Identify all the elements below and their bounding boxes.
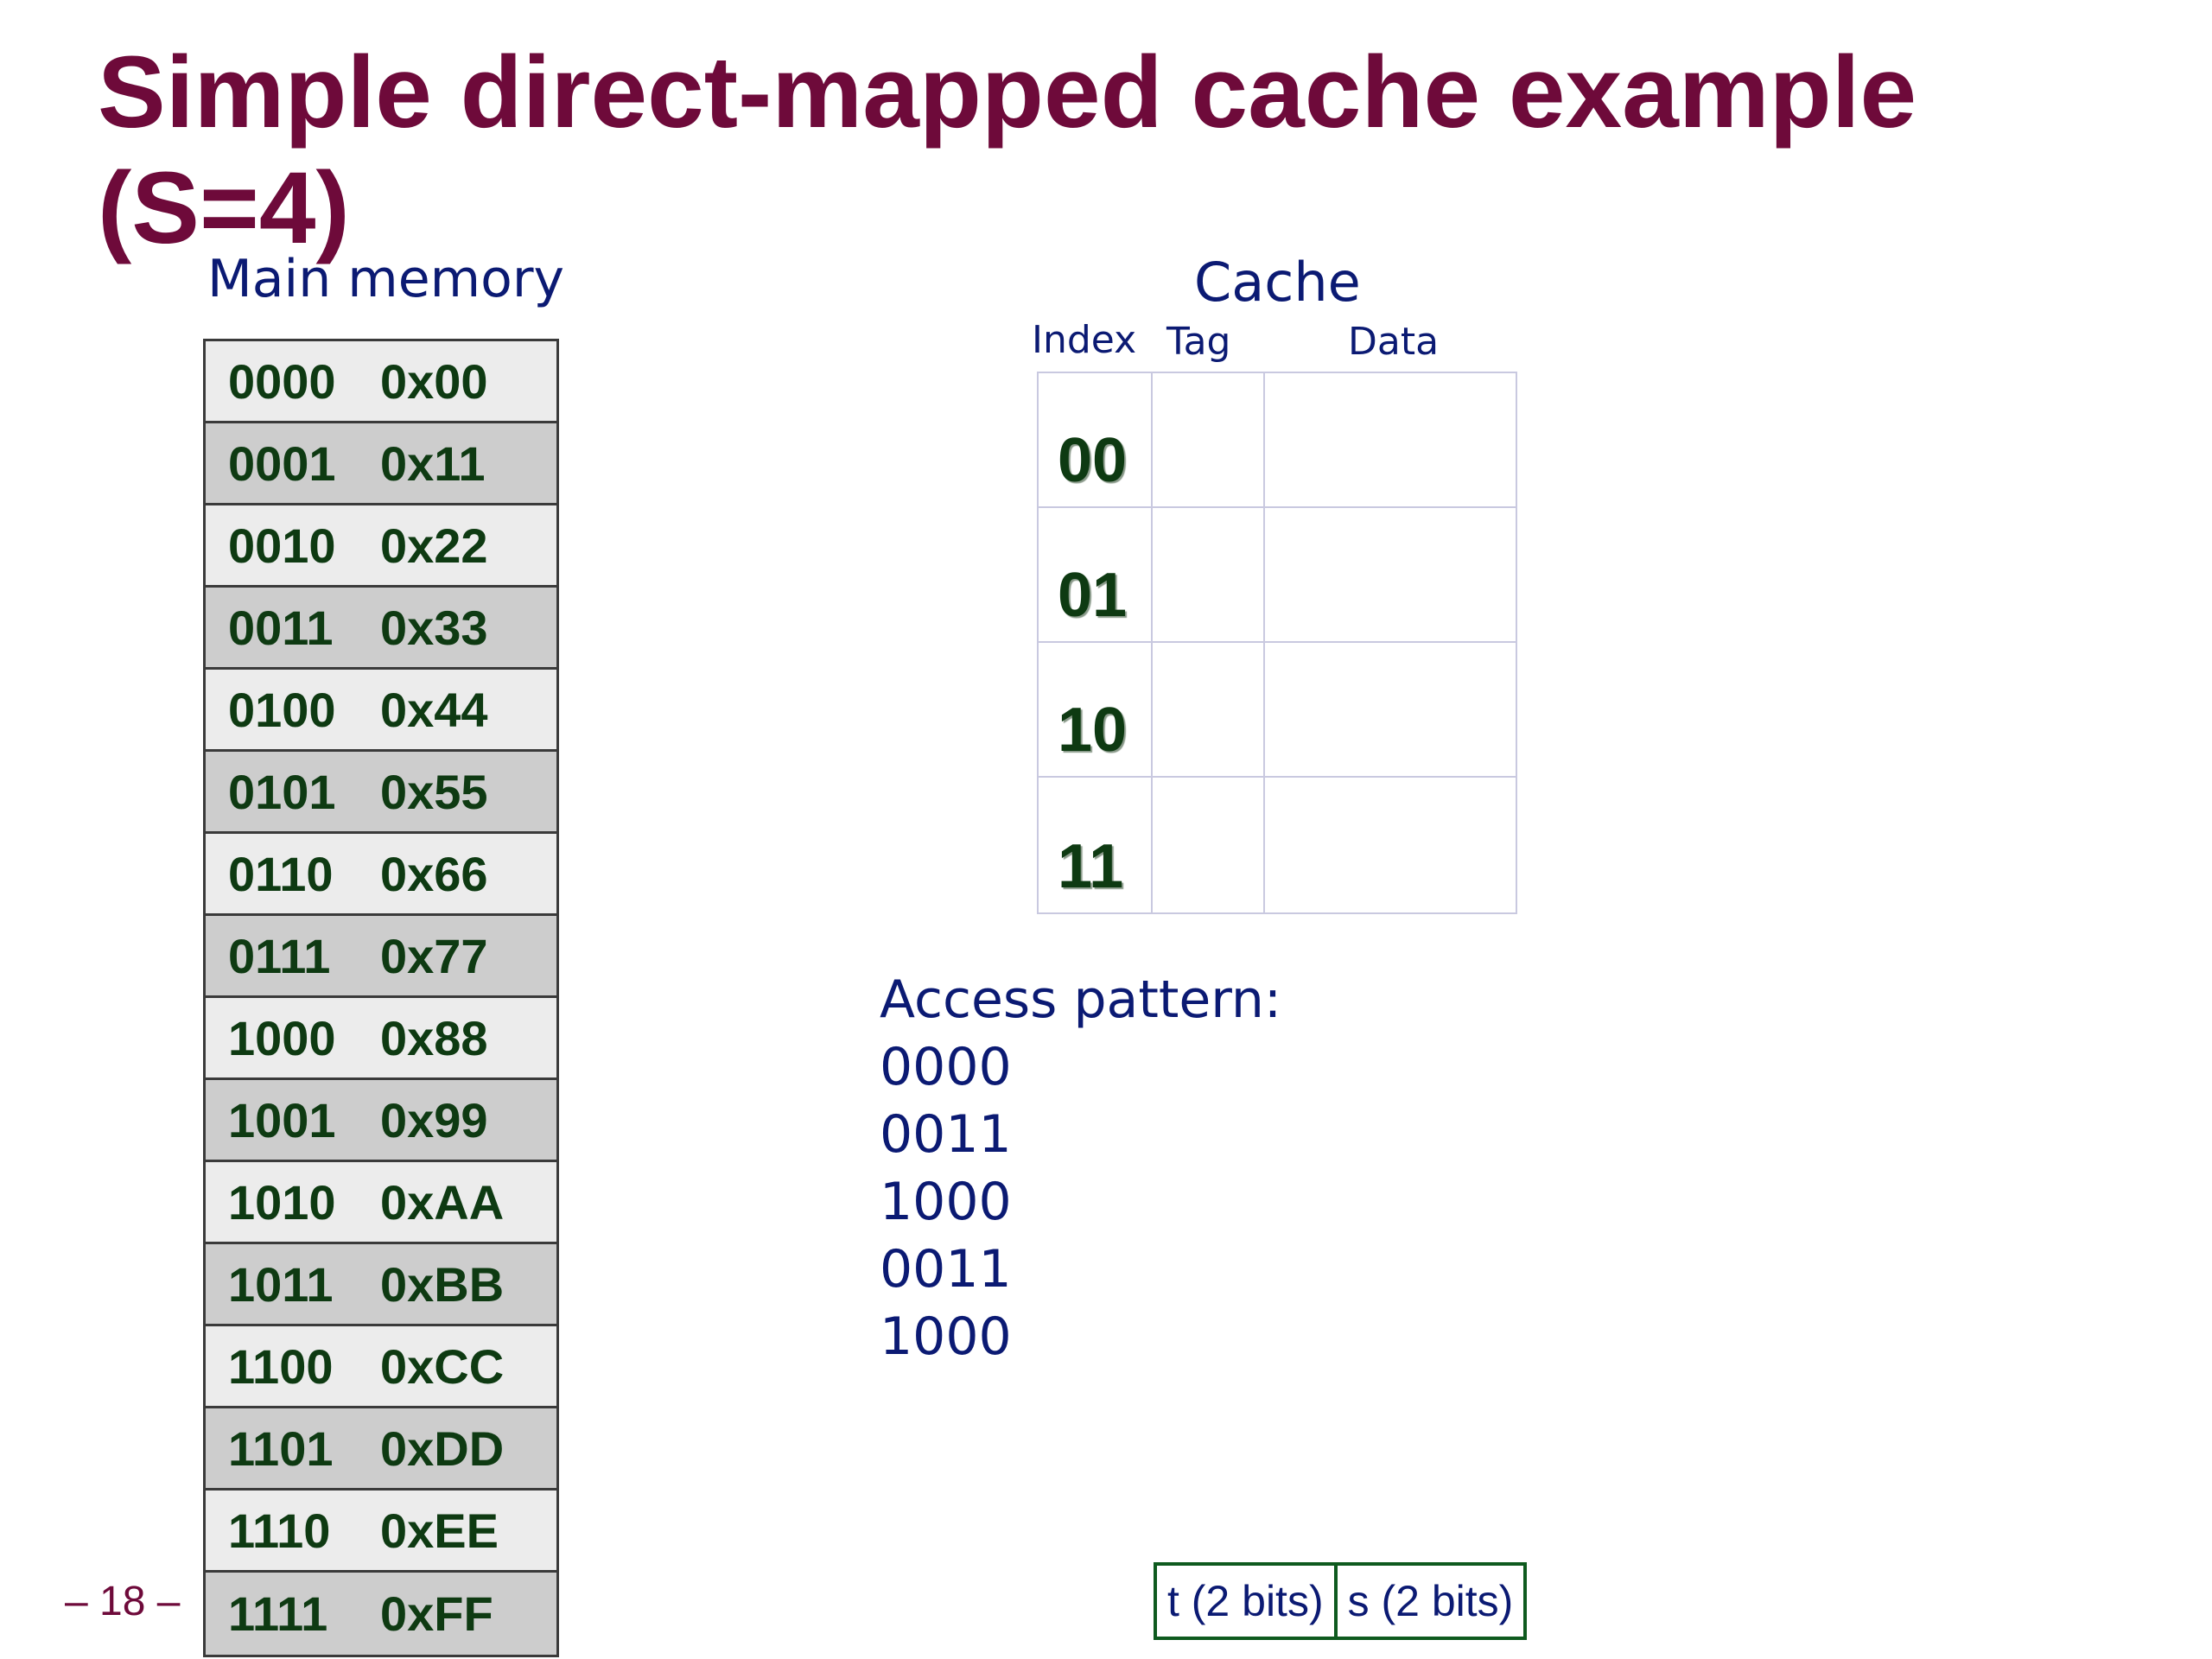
- memory-address: 1011: [228, 1256, 334, 1312]
- main-memory-table: 0000 0x00 0001 0x11 0010 0x22 0011 0x33 0100…: [203, 339, 559, 1657]
- memory-value: 0x11: [380, 435, 486, 491]
- memory-row: 0101 0x55: [206, 752, 556, 834]
- cache-row: 01: [1039, 508, 1516, 643]
- memory-value: 0x55: [380, 764, 488, 819]
- memory-value: 0xDD: [380, 1421, 505, 1476]
- cache-index-value: 11: [1058, 832, 1124, 901]
- page-number: – 18 –: [65, 1579, 181, 1624]
- memory-address: 1101: [228, 1421, 334, 1476]
- memory-value: 0x33: [380, 600, 488, 655]
- memory-value: 0x88: [380, 1010, 488, 1065]
- memory-value: 0x77: [380, 928, 488, 983]
- memory-address: 1001: [228, 1092, 336, 1147]
- access-pattern: Access pattern: 0000 0011 1000 0011 1000: [880, 966, 1281, 1370]
- memory-address: 0101: [228, 764, 336, 819]
- cache-index-value: 01: [1058, 561, 1128, 630]
- set-bits-field: s (2 bits): [1333, 1566, 1524, 1637]
- memory-address: 0111: [228, 928, 331, 983]
- memory-row: 0000 0x00: [206, 341, 556, 423]
- memory-value: 0x00: [380, 353, 488, 409]
- memory-value: 0xAA: [380, 1174, 505, 1230]
- cache-row: 11: [1039, 778, 1516, 912]
- main-memory-label: Main memory: [207, 249, 564, 309]
- cache-data-cell: [1265, 508, 1516, 641]
- slide-title: Simple direct-mapped cache example (S=4): [98, 35, 1917, 265]
- memory-row: 0100 0x44: [206, 670, 556, 752]
- memory-address: 1100: [228, 1338, 334, 1394]
- memory-row: 1001 0x99: [206, 1080, 556, 1162]
- memory-row: 1100 0xCC: [206, 1326, 556, 1408]
- cache-row: 10: [1039, 643, 1516, 778]
- memory-row: 0110 0x66: [206, 834, 556, 916]
- memory-row: 1010 0xAA: [206, 1162, 556, 1244]
- cache-data-header: Data: [1348, 320, 1440, 364]
- cache-tag-cell: [1153, 508, 1265, 641]
- cache-data-cell: [1265, 778, 1516, 912]
- cache-table: 00 01 10 11: [1037, 372, 1517, 914]
- address-field-breakdown: t (2 bits) s (2 bits): [1154, 1562, 1528, 1640]
- memory-address: 0110: [228, 846, 334, 901]
- cache-index-cell: 10: [1039, 643, 1153, 776]
- cache-index-cell: 11: [1039, 778, 1153, 912]
- cache-index-value: 00: [1058, 426, 1128, 495]
- cache-index-cell: 00: [1039, 373, 1153, 506]
- memory-row: 0111 0x77: [206, 916, 556, 998]
- memory-row: 1101 0xDD: [206, 1408, 556, 1491]
- cache-index-cell: 01: [1039, 508, 1153, 641]
- memory-address: 1110: [228, 1503, 331, 1558]
- memory-address: 1000: [228, 1010, 336, 1065]
- tag-bits-field: t (2 bits): [1167, 1577, 1324, 1625]
- memory-value: 0xFF: [380, 1586, 493, 1641]
- memory-value: 0xEE: [380, 1503, 499, 1558]
- memory-address: 0010: [228, 518, 336, 573]
- memory-value: 0x66: [380, 846, 488, 901]
- cache-tag-header: Tag: [1166, 320, 1231, 364]
- memory-row: 1111 0xFF: [206, 1573, 556, 1655]
- memory-value: 0x22: [380, 518, 488, 573]
- memory-address: 0000: [228, 353, 336, 409]
- cache-tag-cell: [1153, 778, 1265, 912]
- cache-label: Cache: [1194, 251, 1361, 314]
- memory-row: 0001 0x11: [206, 423, 556, 505]
- access-address: 0011: [880, 1104, 1012, 1165]
- memory-address: 0011: [228, 600, 334, 655]
- access-address: 1000: [880, 1172, 1012, 1232]
- access-pattern-label: Access pattern:: [880, 969, 1282, 1030]
- memory-value: 0xBB: [380, 1256, 505, 1312]
- access-address: 0000: [880, 1037, 1012, 1097]
- memory-value: 0x44: [380, 682, 488, 737]
- cache-data-cell: [1265, 643, 1516, 776]
- memory-value: 0x99: [380, 1092, 488, 1147]
- memory-address: 1111: [228, 1586, 328, 1641]
- memory-row: 1011 0xBB: [206, 1244, 556, 1326]
- cache-tag-cell: [1153, 373, 1265, 506]
- cache-index-value: 10: [1058, 696, 1128, 765]
- memory-value: 0xCC: [380, 1338, 505, 1394]
- access-address: 0011: [880, 1239, 1012, 1300]
- memory-address: 0001: [228, 435, 336, 491]
- cache-tag-cell: [1153, 643, 1265, 776]
- memory-address: 0100: [228, 682, 336, 737]
- memory-row: 0011 0x33: [206, 588, 556, 670]
- memory-address: 1010: [228, 1174, 336, 1230]
- memory-row: 1110 0xEE: [206, 1491, 556, 1573]
- memory-row: 0010 0x22: [206, 505, 556, 588]
- cache-data-cell: [1265, 373, 1516, 506]
- access-address: 1000: [880, 1306, 1012, 1367]
- cache-row: 00: [1039, 373, 1516, 508]
- cache-index-header: Index: [1032, 318, 1137, 362]
- memory-row: 1000 0x88: [206, 998, 556, 1080]
